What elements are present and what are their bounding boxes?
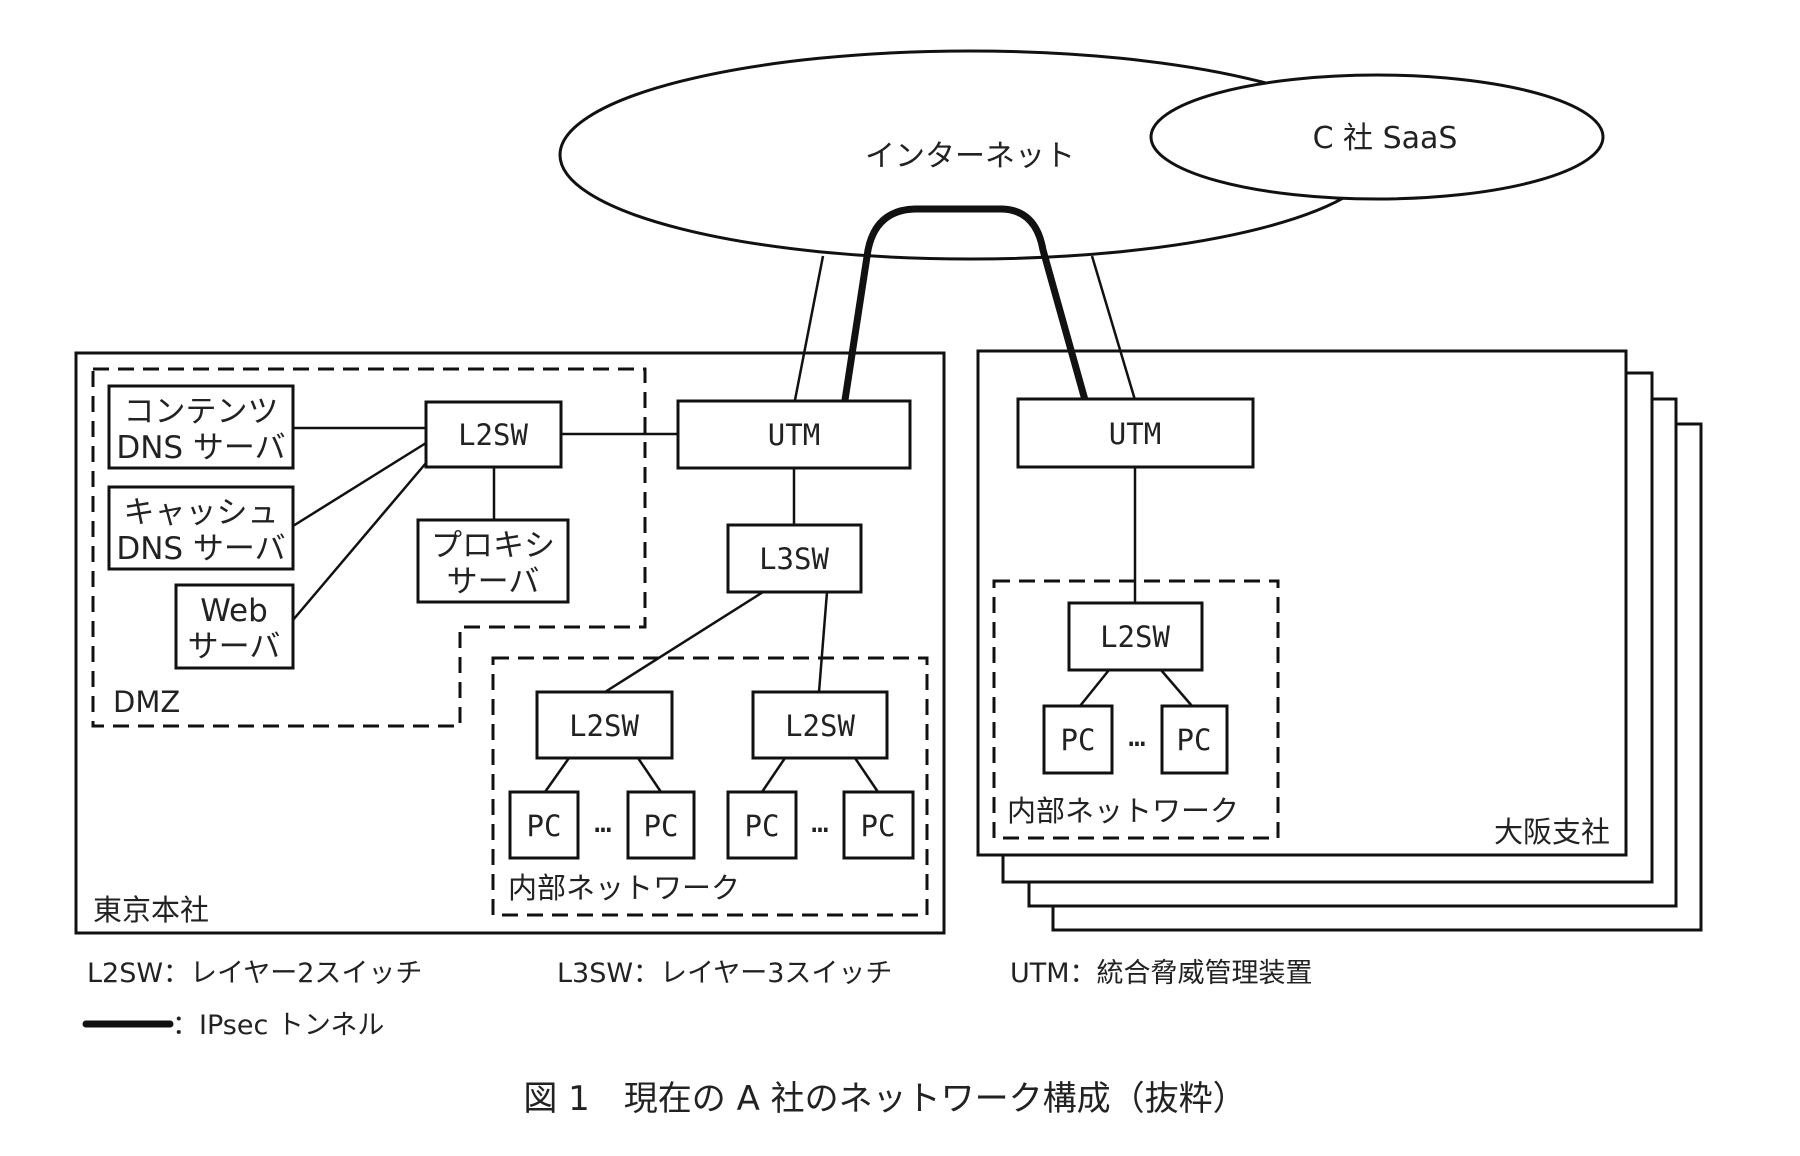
dmz-l2sw[interactable]: L2SW — [424, 400, 563, 469]
pc-label: PC — [1061, 723, 1096, 757]
legend-l3sw: L3SW：レイヤー3スイッチ — [557, 958, 892, 989]
tokyo-pc-4[interactable]: PC — [842, 790, 915, 860]
pc-ellipsis: … — [594, 805, 611, 839]
pc-ellipsis: … — [1128, 719, 1145, 753]
link-l3sw-l2sw-2 — [817, 591, 829, 693]
osaka-l2sw[interactable]: L2SW — [1067, 601, 1204, 672]
osaka-pc-1[interactable]: PC — [1042, 704, 1114, 775]
osaka-pc-2[interactable]: PC — [1160, 704, 1229, 775]
tokyo-l3sw-label: L3SW — [759, 542, 829, 576]
tokyo-internal-l2sw-1-label: L2SW — [569, 709, 639, 743]
link-internet-osaka-utm — [1090, 255, 1137, 401]
pc-label: PC — [1177, 723, 1212, 757]
saas-cloud — [1149, 73, 1605, 201]
osaka-internal-network-label: 内部ネットワーク — [1007, 794, 1239, 828]
web-server[interactable]: Web サーバ — [174, 583, 295, 670]
tokyo-pc-3[interactable]: PC — [726, 790, 798, 860]
internet-label: インターネット — [865, 139, 1075, 174]
link-l2sw1-pc1 — [543, 757, 571, 793]
cache-dns-label-2: DNS サーバ — [116, 531, 285, 567]
web-label-2: サーバ — [188, 629, 281, 665]
saas-label: C 社 SaaS — [1313, 121, 1458, 156]
link-l2sw1-pc2 — [636, 757, 663, 793]
osaka-internal-network-zone — [992, 579, 1280, 840]
pc-label: PC — [644, 809, 679, 843]
tokyo-internal-l2sw-2[interactable]: L2SW — [751, 690, 889, 760]
tokyo-l3sw[interactable]: L3SW — [726, 523, 863, 594]
proxy-server[interactable]: プロキシ サーバ — [416, 518, 570, 604]
ipsec-tunnel — [841, 205, 1089, 404]
proxy-label-1: プロキシ — [431, 528, 555, 564]
link-osaka-l2sw-pc2 — [1160, 669, 1193, 707]
dmz-label: DMZ — [113, 685, 180, 719]
pc-label: PC — [527, 809, 562, 843]
dmz-l2sw-label: L2SW — [458, 418, 528, 452]
link-l2sw2-pc4 — [853, 757, 880, 793]
tokyo-pc-2[interactable]: PC — [626, 790, 696, 860]
link-osaka-l2sw-pc1 — [1079, 669, 1110, 707]
link-internet-tokyo-utm — [793, 255, 825, 401]
pc-label: PC — [861, 809, 896, 843]
content-dns-label-1: コンテンツ — [124, 394, 279, 430]
proxy-label-2: サーバ — [447, 564, 540, 600]
tokyo-internal-l2sw-2-label: L2SW — [785, 709, 855, 743]
pc-ellipsis: … — [811, 805, 828, 839]
legend-tunnel: ：IPsec トンネル — [172, 1010, 384, 1041]
tokyo-utm[interactable]: UTM — [676, 399, 912, 470]
tokyo-utm-label: UTM — [768, 418, 820, 452]
legend-l2sw: L2SW：レイヤー2スイッチ — [87, 958, 422, 989]
tokyo-internal-network-zone — [491, 656, 929, 917]
tokyo-pc-1[interactable]: PC — [508, 790, 580, 860]
pc-label: PC — [745, 809, 780, 843]
figure-caption: 図 1 現在の A 社のネットワーク構成（抜粋） — [523, 1079, 1246, 1119]
legend: L2SW：レイヤー2スイッチ L3SW：レイヤー3スイッチ UTM：統合脅威管理… — [82, 958, 1313, 1041]
cache-dns-server[interactable]: キャッシュ DNS サーバ — [107, 485, 295, 571]
content-dns-label-2: DNS サーバ — [116, 430, 285, 466]
osaka-branch-label: 大阪支社 — [1494, 815, 1610, 849]
tokyo-internal-l2sw-1[interactable]: L2SW — [535, 690, 674, 760]
cache-dns-label-1: キャッシュ — [124, 495, 279, 531]
link-l3sw-l2sw-1 — [604, 590, 764, 694]
osaka-utm-label: UTM — [1109, 417, 1161, 451]
osaka-l2sw-label: L2SW — [1100, 620, 1170, 654]
tokyo-internal-network-label: 内部ネットワーク — [508, 871, 740, 905]
link-web-l2sw — [292, 462, 427, 621]
link-cache-dns-l2sw — [292, 441, 427, 528]
legend-utm: UTM：統合脅威管理装置 — [1010, 958, 1313, 989]
osaka-utm[interactable]: UTM — [1016, 397, 1255, 469]
dmz-zone — [91, 367, 647, 728]
content-dns-server[interactable]: コンテンツ DNS サーバ — [107, 384, 295, 470]
web-label-1: Web — [200, 593, 268, 629]
link-l2sw2-pc3 — [760, 757, 787, 793]
tokyo-hq-label: 東京本社 — [93, 893, 209, 927]
